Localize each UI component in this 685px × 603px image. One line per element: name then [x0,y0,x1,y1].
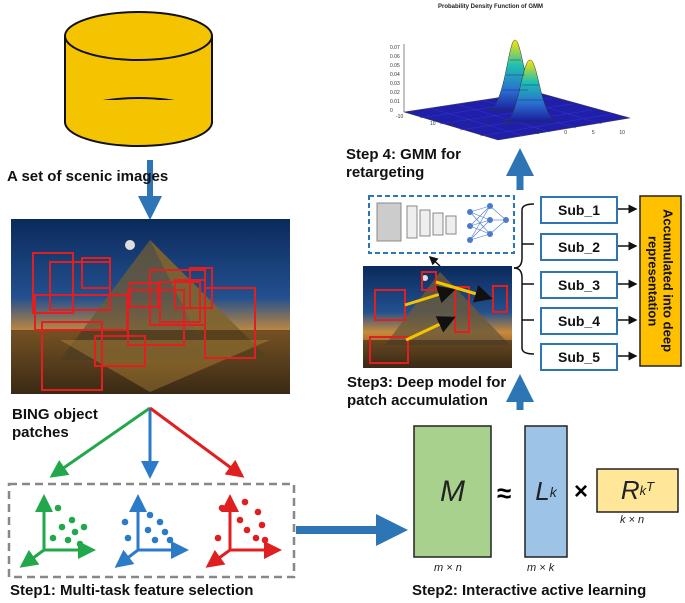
sub-arrows [618,204,638,361]
sub-box-5: Sub_5 [540,343,618,371]
matrix-M [413,425,492,558]
accumulated-label-wrap: Accumulated into deep representation [640,196,681,366]
arrow-red [149,406,245,478]
step2-label: Step2: Interactive active learning [412,582,647,599]
network-diagram [376,202,509,243]
scatter-blue [114,494,189,568]
scatter-green [19,494,96,568]
times-sign: × [574,478,589,505]
dim-m-n: m × n [434,562,462,574]
approx-sign: ≈ [497,478,512,508]
arrow-green [49,406,151,478]
sub-box-4: Sub_4 [540,307,618,335]
patch-image [363,266,512,368]
sub-box-1: Sub_1 [540,196,618,224]
accumulated-label: Accumulated into deep representation [645,209,676,353]
step1-label: Step1: Multi-task feature selection [10,582,254,599]
scenic-label: A set of scenic images [7,168,169,185]
gmm-left-tick: -10 [396,114,404,120]
matrix-R [596,468,679,513]
dim-k-n: k × n [620,514,645,526]
bracket [513,203,535,355]
step4-label: Step 4: GMM for retargeting [346,146,461,181]
sub-box-3: Sub_3 [540,271,618,299]
arrow-to-deep-model [428,255,441,267]
scatter-red [205,494,282,568]
dim-m-k: m × k [527,562,555,574]
gmm-plot [403,39,631,141]
accumulated-box [639,195,682,367]
bing-patches [32,252,256,391]
sub-box-2: Sub_2 [540,233,618,261]
bing-label: BING object patches [12,406,98,441]
gmm-title: Probability Density Function of GMM [438,4,543,10]
matrix-M-label: M [440,474,465,508]
database-icon [64,11,213,147]
step1-box [7,482,296,579]
step3-label: Step3: Deep model for patch accumulation [347,374,507,409]
matrix-L [524,425,568,558]
